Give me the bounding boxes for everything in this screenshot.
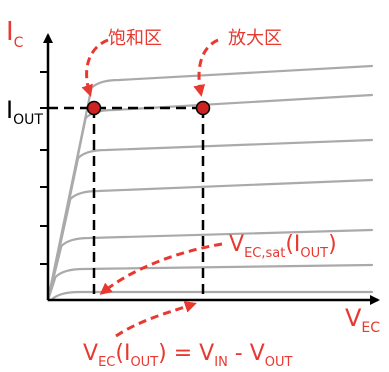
y-axis-label: IC	[6, 17, 24, 51]
iout-label: IOUT	[6, 96, 43, 128]
y-axis-ticks	[40, 71, 48, 265]
vec-sat-label: VEC,sat(IOUT)	[229, 232, 337, 261]
characteristic-curve	[46, 263, 374, 302]
characteristic-curve	[46, 178, 374, 302]
vec-equation-pointer-arrow	[115, 301, 197, 338]
characteristic-curve	[46, 138, 374, 302]
active-region-label: 放大区	[228, 28, 282, 49]
active-operating-point	[195, 100, 211, 116]
vec-equation: VEC(IOUT) = VIN - VOUT	[83, 341, 293, 370]
saturation-operating-point	[86, 100, 102, 116]
vec-sat-pointer-arrow	[99, 242, 223, 295]
saturation-pointer-arrow	[81, 38, 109, 97]
characteristic-curve	[46, 228, 374, 302]
saturation-region-label: 饱和区	[108, 28, 162, 49]
output-characteristic-curves	[46, 64, 374, 302]
x-axis-label: VEC	[345, 304, 380, 336]
active-pointer-arrow	[193, 38, 219, 97]
